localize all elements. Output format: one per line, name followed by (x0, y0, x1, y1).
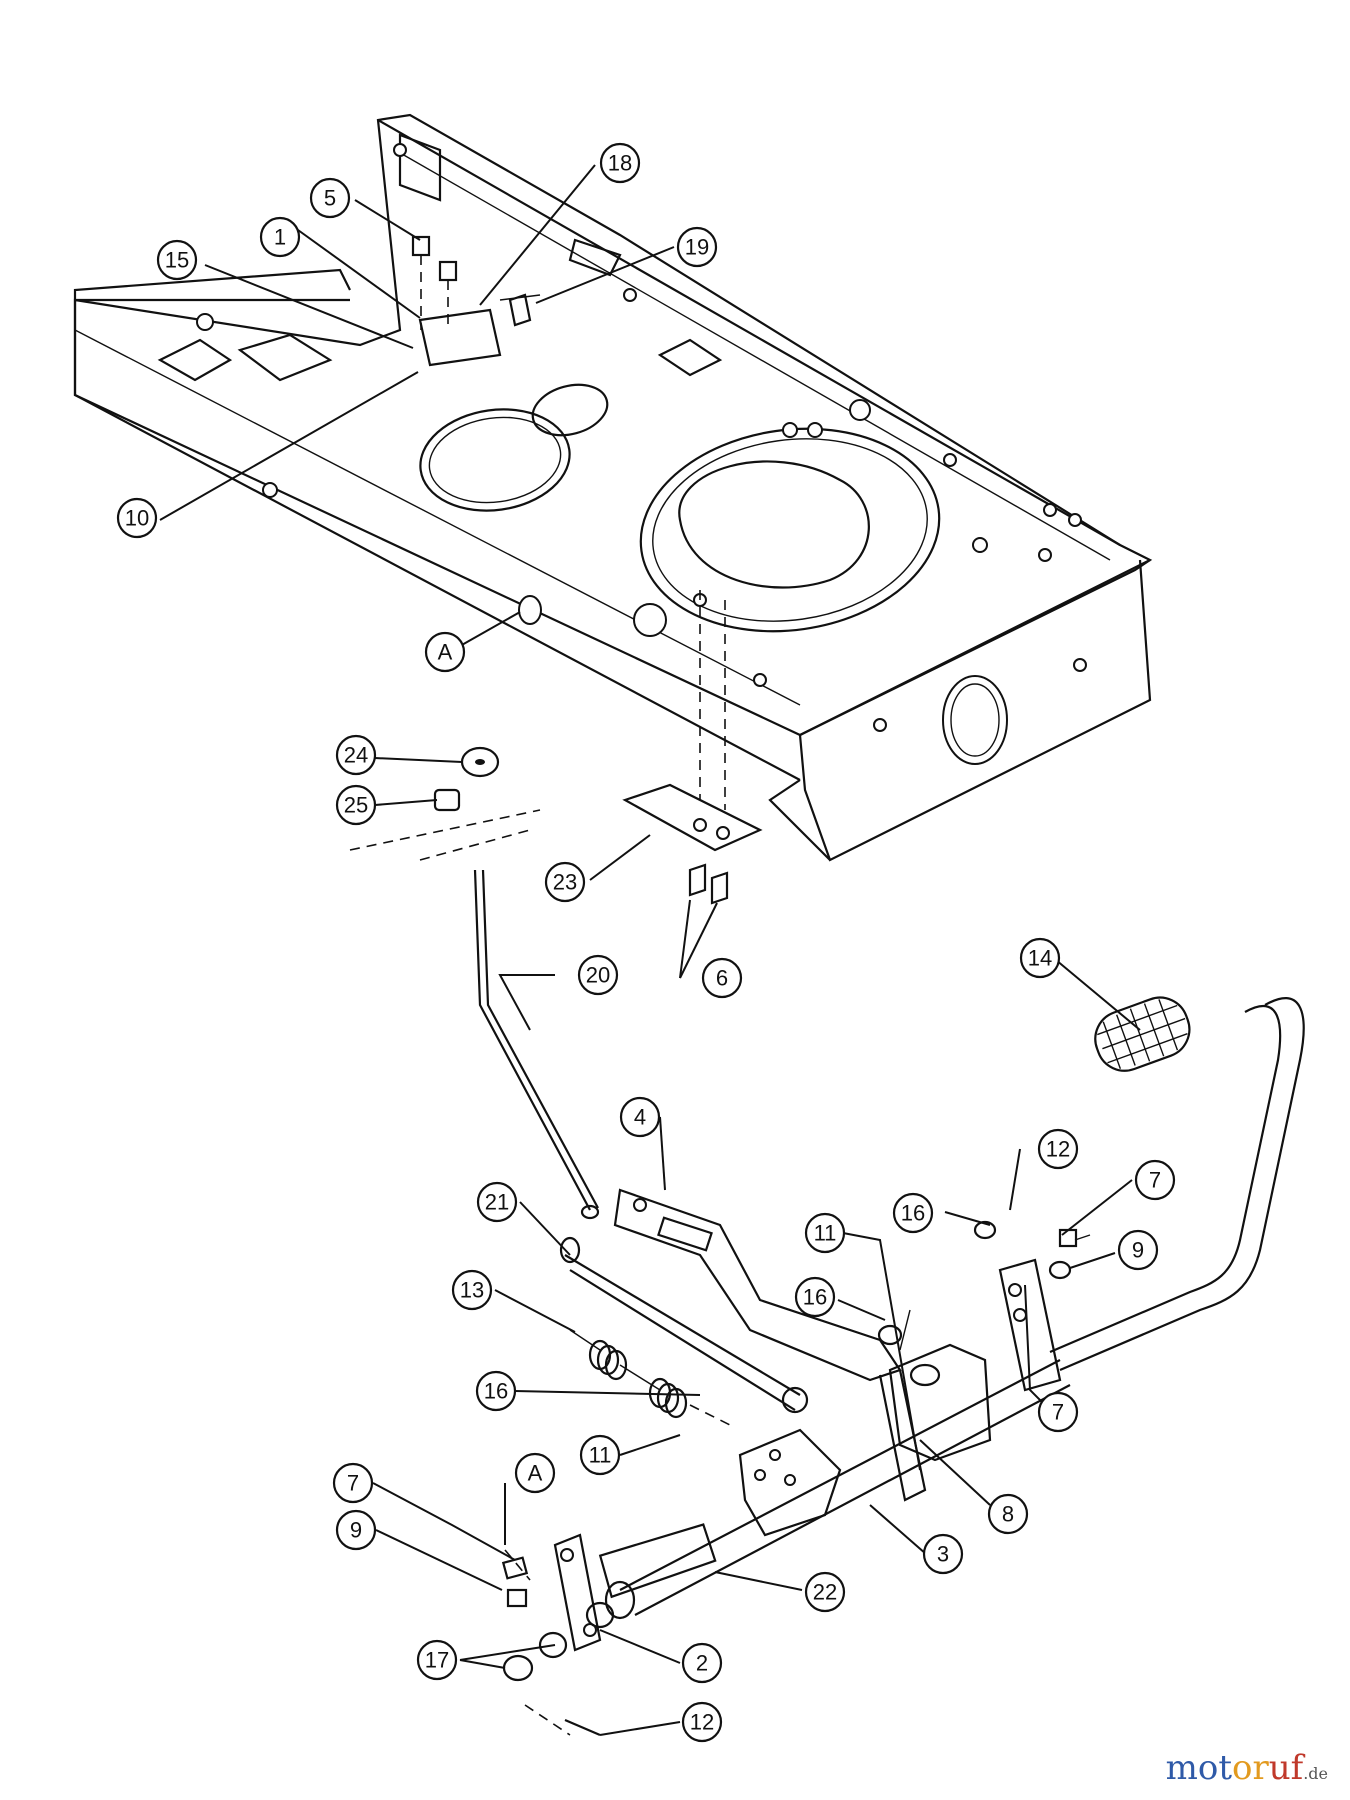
callout-1: 1 (259, 216, 301, 258)
callout-12-bottom: 12 (681, 1701, 723, 1743)
svg-text:7: 7 (347, 1471, 359, 1496)
svg-text:3: 3 (937, 1542, 949, 1567)
frame-chassis (73, 113, 1153, 862)
rod-20 (473, 869, 600, 1220)
top-hardware (411, 235, 541, 367)
frame-holes (196, 143, 1087, 732)
svg-text:21: 21 (485, 1190, 509, 1215)
callout-A-bracket: A (514, 1452, 556, 1494)
plate-23 (622, 590, 763, 905)
callout-19: 19 (676, 226, 718, 268)
callout-7-right: 7 (1037, 1391, 1079, 1433)
svg-text:19: 19 (685, 235, 709, 260)
callout-6: 6 (701, 957, 743, 999)
svg-text:12: 12 (690, 1710, 714, 1735)
callout-15: 15 (156, 239, 198, 281)
callout-8: 8 (987, 1493, 1029, 1535)
svg-text:18: 18 (608, 151, 632, 176)
callout-20: 20 (577, 954, 619, 996)
callout-13: 13 (451, 1269, 493, 1311)
link-21 (559, 1236, 809, 1414)
callout-4: 4 (619, 1096, 661, 1138)
svg-text:11: 11 (814, 1221, 837, 1246)
callout-17: 17 (416, 1639, 458, 1681)
right-hardware (877, 1220, 1091, 1351)
svg-text:9: 9 (350, 1518, 362, 1543)
watermark-part3: uf (1268, 1748, 1304, 1788)
shaft-assembly (598, 1258, 1071, 1620)
callout-24: 24 (335, 734, 377, 776)
callout-22: 22 (804, 1571, 846, 1613)
callout-3: 3 (922, 1533, 964, 1575)
callout-23: 23 (544, 861, 586, 903)
callout-18: 18 (599, 142, 641, 184)
callout-21: 21 (476, 1181, 518, 1223)
svg-text:17: 17 (425, 1648, 449, 1673)
svg-text:7: 7 (1052, 1400, 1064, 1425)
callout-14: 14 (1019, 937, 1061, 979)
svg-text:22: 22 (813, 1580, 837, 1605)
callout-25: 25 (335, 784, 377, 826)
watermark-part1: mot (1165, 1748, 1232, 1788)
callout-7-left: 7 (332, 1462, 374, 1504)
callout-11-top: 11 (804, 1212, 846, 1254)
svg-text:2: 2 (696, 1651, 708, 1676)
svg-text:4: 4 (634, 1105, 646, 1130)
svg-text:10: 10 (125, 506, 149, 531)
callout-7-top: 7 (1134, 1159, 1176, 1201)
svg-text:12: 12 (1046, 1137, 1070, 1162)
watermark-logo: motoruf.de (1166, 1748, 1328, 1788)
callout-11-low: 11 (579, 1434, 621, 1476)
svg-text:23: 23 (553, 870, 577, 895)
svg-text:6: 6 (716, 966, 728, 991)
callout-12-top: 12 (1037, 1128, 1079, 1170)
callout-16-low: 16 (475, 1370, 517, 1412)
svg-text:1: 1 (274, 225, 286, 250)
left-bracket (501, 1533, 615, 1737)
svg-text:A: A (438, 640, 453, 665)
svg-text:24: 24 (344, 743, 368, 768)
svg-text:9: 9 (1132, 1238, 1144, 1263)
svg-text:13: 13 (460, 1278, 484, 1303)
bracket-4 (613, 1188, 902, 1382)
svg-text:15: 15 (165, 248, 189, 273)
svg-text:16: 16 (484, 1379, 508, 1404)
watermark-suffix: .de (1303, 1764, 1328, 1783)
callout-16-mid: 16 (794, 1276, 836, 1318)
svg-text:8: 8 (1002, 1502, 1014, 1527)
svg-text:11: 11 (589, 1443, 612, 1468)
spring-13 (569, 1329, 731, 1426)
leader-lines (159, 164, 1141, 1736)
svg-text:20: 20 (586, 963, 610, 988)
svg-text:5: 5 (324, 186, 336, 211)
callout-5: 5 (309, 177, 351, 219)
pedal-arm-14 (1049, 996, 1305, 1372)
svg-text:7: 7 (1149, 1168, 1161, 1193)
svg-text:25: 25 (344, 793, 368, 818)
callout-A-frame: A (424, 631, 466, 673)
callout-9-left: 9 (335, 1509, 377, 1551)
callout-10: 10 (116, 497, 158, 539)
svg-text:16: 16 (803, 1285, 827, 1310)
callout-2: 2 (681, 1642, 723, 1684)
callout-9-right: 9 (1117, 1229, 1159, 1271)
svg-text:A: A (528, 1461, 543, 1486)
svg-text:14: 14 (1028, 946, 1052, 971)
svg-text:16: 16 (901, 1201, 925, 1226)
callout-16-top: 16 (892, 1192, 934, 1234)
watermark-part2: or (1231, 1748, 1269, 1788)
